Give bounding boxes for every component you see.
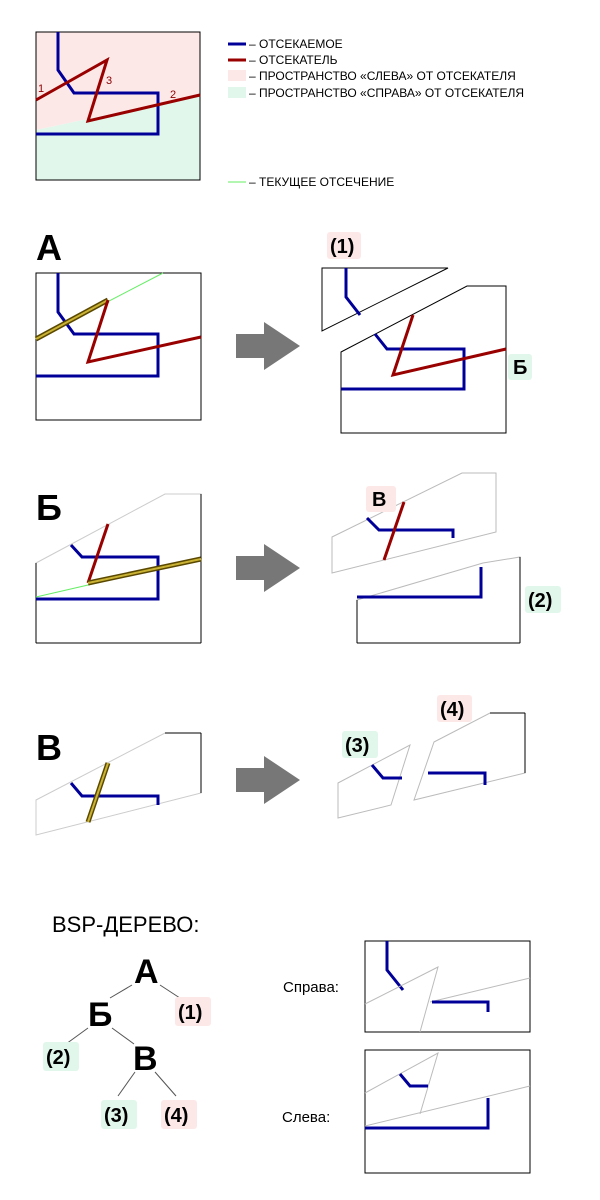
step-b-fragment-2 (356, 556, 521, 644)
step-a-result-right-label: Б (513, 357, 527, 379)
step-a-clipped (36, 273, 160, 378)
step-b-result-right-badge (525, 586, 561, 613)
result-left-label: Слева: (282, 1109, 330, 1126)
step-v-result-right-badge (437, 695, 472, 722)
tree-edge-b-2 (65, 1027, 89, 1045)
step-b-active-clipper-core (87, 558, 202, 584)
tree-edge-v-3 (117, 1071, 136, 1097)
legend-current-cut-text: – ТЕКУЩЕЕ ОТСЕЧЕНИЕ (249, 175, 394, 189)
step-b-clipper (86, 523, 110, 584)
step-b-clipped (36, 543, 160, 601)
step-v: В (3) (4) (35, 695, 526, 836)
result-right-outline-b (429, 977, 531, 1003)
tree-node-a: А (134, 953, 159, 991)
overview-frame (35, 31, 201, 181)
legend-left-swatch (228, 70, 246, 81)
tree-node-2: (2) (46, 1047, 70, 1069)
legend-right-text: – ПРОСТРАНСТВО «СПРАВА» ОТ ОТСЕКАТЕЛЯ (249, 86, 524, 100)
tree-edge-a-b (109, 984, 133, 999)
legend-clipper-text: – ОТСЕКАТЕЛЬ (249, 53, 338, 67)
step-b-result-left-label: В (372, 489, 386, 511)
step-a-label: А (36, 227, 62, 268)
result-left-frame (364, 1049, 531, 1174)
tree-edge-v-4 (154, 1071, 177, 1097)
step-a-arrow (236, 322, 300, 370)
legend: – ОТСЕКАЕМОЕ – ОТСЕКАТЕЛЬ – ПРОСТРАНСТВО… (228, 37, 524, 189)
result-left-outline-b (364, 1085, 531, 1127)
step-v-fragment-3 (337, 743, 411, 819)
step-a-fragment-b (340, 285, 507, 434)
overview-number-2: 2 (170, 89, 176, 101)
tree-node-4: (4) (164, 1105, 188, 1127)
result-right-outline-a (364, 966, 439, 1033)
tree-node-b: Б (88, 996, 112, 1034)
tree-node-2-badge (43, 1042, 79, 1071)
clipped-polyline (36, 32, 160, 136)
step-v-label: В (36, 727, 62, 768)
tree-node-1: (1) (178, 1002, 202, 1024)
step-a-result-left-label: (1) (330, 236, 354, 258)
step-v-result-left-badge (342, 731, 378, 758)
result-right-label: Справа: (283, 979, 339, 996)
left-space-region (36, 32, 200, 130)
result-right-clipped-b (432, 1000, 490, 1012)
overview-figure: 1 2 3 (35, 31, 201, 181)
legend-left-text: – ПРОСТРАНСТВО «СЛЕВА» ОТ ОТСЕКАТЕЛЯ (249, 69, 516, 83)
step-b-result-left-badge (366, 486, 396, 512)
step-b-result-right-label: (2) (528, 590, 552, 612)
step-a-frame (35, 272, 202, 421)
legend-clipped-text: – ОТСЕКАЕМОЕ (249, 37, 343, 51)
tree-node-v: В (133, 1040, 158, 1078)
step-a-fragment-1-clipped (344, 268, 362, 316)
step-a-active-clipper-core (35, 299, 109, 340)
step-a-fragment-1 (321, 267, 449, 332)
step-b-label: Б (36, 487, 62, 528)
tree-edge-b-v (111, 1027, 135, 1045)
step-b-fragment-v-clipper (382, 501, 406, 561)
step-v-fragment-3-clipped (370, 764, 402, 780)
step-v-active-clipper-core (87, 762, 109, 823)
result-left-clipped-a (398, 1073, 428, 1088)
bsp-tree-title: BSP-ДЕРЕВО: (52, 912, 199, 937)
step-b-fragment-2-clipped (357, 567, 483, 599)
bsp-tree: BSP-ДЕРЕВО: А Б В (1) (2) (3) (4) (43, 912, 211, 1129)
result-left-outline-a (364, 1051, 439, 1115)
overview-number-1: 1 (38, 83, 44, 95)
final-result: Справа: Слева: (282, 940, 531, 1174)
step-a-result-left-badge (327, 232, 361, 259)
result-right-frame (364, 940, 531, 1033)
tree-node-4-badge (161, 1100, 197, 1129)
step-v-arrow (236, 756, 300, 804)
clipper-polyline (35, 56, 201, 124)
tree-node-3-badge (101, 1100, 137, 1129)
step-v-result-left-label: (3) (345, 735, 369, 757)
step-a-result-right-badge (508, 354, 532, 380)
step-v-fragment-4 (413, 712, 526, 801)
step-v-result-right-label: (4) (440, 699, 464, 721)
tree-node-1-badge (175, 997, 211, 1026)
result-left-clipped-b (365, 1098, 490, 1130)
step-b-fragment-v (331, 472, 497, 574)
step-v-fragment-4-clipped (428, 771, 487, 785)
legend-right-swatch (228, 87, 246, 98)
step-b-fragment-v-clipped (365, 516, 455, 538)
overview-number-3: 3 (106, 75, 112, 87)
tree-node-3: (3) (104, 1105, 128, 1127)
step-a-fragment-b-clipper (390, 314, 507, 378)
step-v-clipped (69, 782, 160, 805)
step-b-arrow (236, 544, 300, 592)
step-b: Б В (2) (35, 472, 561, 644)
step-a: А (1) Б (34, 227, 532, 434)
step-a-clipper (85, 299, 202, 365)
step-a-fragment-b-clipped (341, 333, 466, 391)
result-right-clipped-a (385, 941, 405, 991)
